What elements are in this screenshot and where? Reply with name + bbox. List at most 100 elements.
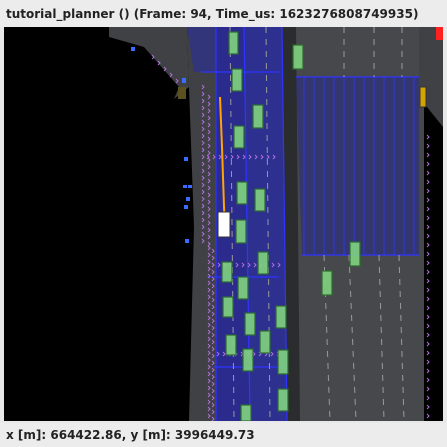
trajectory-chevron [211,388,215,394]
trajectory-chevron [207,136,211,142]
trajectory-chevron [201,98,205,104]
trajectory-chevron [207,406,211,412]
trajectory-chevron [426,242,430,248]
trajectory-chevron [241,262,245,268]
agent-vehicle-icon [292,44,304,70]
trajectory-chevron [201,105,205,111]
trajectory-chevron [211,318,215,324]
trajectory-chevron [426,395,430,401]
right-lane-lines [303,77,415,255]
trajectory-chevron [207,234,211,240]
ped-marker-2 [183,185,187,188]
trajectory-chevron [201,210,205,216]
trajectory-chevron [207,171,211,177]
agent-vehicle-icon [235,219,247,244]
trajectory-chevron [248,154,252,160]
trajectory-chevron [211,332,215,338]
trajectory-chevron [211,248,215,254]
agent-vehicle-icon [257,251,269,275]
trajectory-chevron [201,189,205,195]
trajectory-chevron [211,409,215,415]
trajectory-chevron [201,133,205,139]
trajectory-chevron [207,364,211,370]
trajectory-chevron [175,78,179,84]
trajectory-chevron [211,395,215,401]
trajectory-chevron [266,154,270,160]
agent-vehicle-icon [349,241,361,267]
trajectory-chevron [211,290,215,296]
map-viewport[interactable] [4,27,443,421]
agent-vehicle-icon [222,296,234,318]
trajectory-chevron [201,231,205,237]
trajectory-chevron [207,192,211,198]
trajectory-chevron [211,402,215,408]
trajectory-chevron [207,280,211,286]
trajectory-chevron [207,150,211,156]
trajectory-chevron [207,385,211,391]
dashed-marking [398,254,405,421]
trajectory-chevron [272,154,276,160]
trajectory-chevron [211,381,215,387]
trajectory-chevron [426,197,430,203]
cursor-coordinates: x [m]: 664422.86, y [m]: 3996449.73 [6,428,255,442]
trajectory-chevron [207,252,211,258]
trajectory-chevron [230,154,234,160]
trajectory-chevron [201,217,205,223]
trajectory-chevron [211,311,215,317]
trajectory-chevron [211,360,215,366]
trajectory-chevron [207,350,211,356]
cone-marker-1 [419,86,427,108]
trajectory-chevron [207,294,211,300]
lane-highlight-right [296,77,419,255]
trajectory-chevron [207,206,211,212]
trajectory-chevron [207,308,211,314]
trajectory-chevron [201,154,205,160]
ego-vehicle-icon[interactable] [217,211,231,238]
trajectory-chevron [211,276,215,282]
cone-marker-2 [178,87,186,99]
ped-marker-8 [182,78,186,83]
trajectory-chevron [426,251,430,257]
agent-vehicle-icon [225,334,237,356]
trajectory-chevron [207,329,211,335]
trajectory-chevron [207,287,211,293]
trajectory-chevron [236,154,240,160]
trajectory-chevron [207,315,211,321]
ped-marker-7 [131,47,135,51]
trajectory-chevron [426,323,430,329]
trajectory-chevron [157,60,161,66]
scene-canvas[interactable] [4,27,443,421]
window-title: tutorial_planner () (Frame: 94, Time_us:… [6,6,419,21]
trajectory-chevron [426,368,430,374]
trajectory-chevron [207,301,211,307]
trajectory-chevron [207,129,211,135]
trajectory-chevron [426,170,430,176]
agent-vehicle-icon [240,404,252,421]
trajectory-chevron [426,278,430,284]
trajectory-chevron [207,392,211,398]
trajectory-chevron [207,157,211,163]
trajectory-chevron [252,351,256,357]
trajectory-chevron [201,140,205,146]
dashed-marking [378,254,385,421]
trajectory-chevron [426,386,430,392]
trajectory-chevron [254,154,258,160]
trajectory-chevron [426,287,430,293]
trajectory-chevron [426,161,430,167]
trajectory-chevron [426,206,430,212]
trajectory-chevron [426,359,430,365]
status-bar: x [m]: 664422.86, y [m]: 3996449.73 [0,423,447,447]
trajectory-chevron [207,322,211,328]
ped-marker-4 [186,197,190,201]
trajectory-chevron [207,259,211,265]
trajectory-chevron [211,374,215,380]
trajectory-chevron [426,413,430,419]
trajectory-chevron [235,262,239,268]
agent-vehicle-icon [259,330,271,354]
trajectory-chevron [201,119,205,125]
trajectory-chevron [201,91,205,97]
trajectory-chevron [426,260,430,266]
trajectory-chevron [169,72,173,78]
trajectory-chevron [426,134,430,140]
trajectory-chevron [218,154,222,160]
